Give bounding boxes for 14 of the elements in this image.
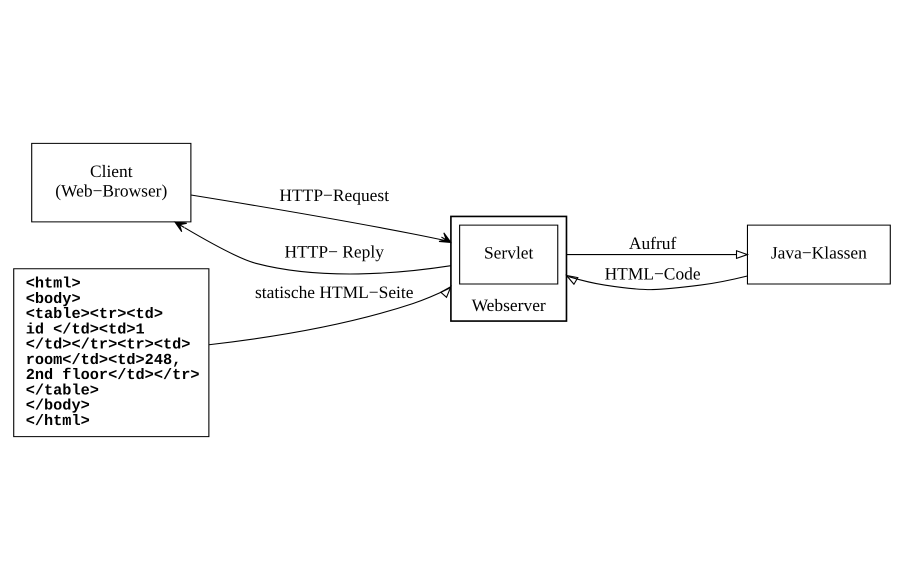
edge-label: HTML−Code bbox=[604, 262, 701, 283]
node-box: <html> <body> <table><tr><td> id </td><td>1 </td></tr><tr><td> room</td><td>248, 2nd floor</td></tr> </table> </body> </html> bbox=[13, 268, 210, 437]
arrow bbox=[566, 249, 750, 259]
edge-label: statische HTML−Seite bbox=[254, 281, 414, 302]
node-box: Java−Klassen bbox=[746, 224, 891, 284]
arrow bbox=[208, 284, 452, 345]
arrow bbox=[190, 194, 452, 243]
node-box: Client (Web−Browser) bbox=[31, 142, 192, 222]
edge-label: HTTP− Reply bbox=[284, 241, 384, 262]
edge-label: Aufruf bbox=[628, 232, 676, 252]
node-box: Servlet bbox=[459, 224, 558, 284]
arrow bbox=[174, 220, 451, 274]
edge-label: HTTP−Request bbox=[279, 184, 390, 204]
arrow bbox=[565, 274, 748, 290]
